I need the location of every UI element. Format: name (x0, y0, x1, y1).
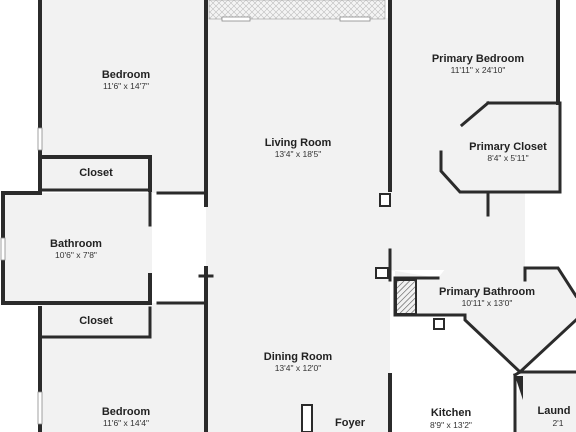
svg-text:Primary Bedroom: Primary Bedroom (432, 53, 525, 65)
room-foyer: Foyer (335, 417, 366, 429)
column-block (433, 318, 445, 330)
svg-text:8'9" x 13'2": 8'9" x 13'2" (430, 420, 472, 430)
room-primary-closet: Primary Closet 8'4" x 5'11" (469, 141, 547, 163)
svg-text:Bedroom: Bedroom (102, 406, 151, 418)
foyer-closet-block (301, 404, 313, 432)
room-bathroom: Bathroom 10'6" x 7'8" (50, 238, 102, 260)
room-closet-1: Closet (79, 167, 113, 179)
svg-text:Closet: Closet (79, 315, 113, 327)
svg-text:10'6" x 7'8": 10'6" x 7'8" (55, 250, 97, 260)
column-block (375, 267, 389, 279)
window (37, 127, 43, 151)
svg-text:11'11" x 24'10": 11'11" x 24'10" (451, 65, 506, 75)
svg-text:10'11" x 13'0": 10'11" x 13'0" (462, 298, 513, 308)
svg-text:Bathroom: Bathroom (50, 238, 102, 250)
living-room-window-strip (208, 0, 386, 20)
room-primary-bathroom: Primary Bathroom 10'11" x 13'0" (439, 286, 535, 308)
svg-text:11'6" x 14'4": 11'6" x 14'4" (103, 418, 149, 428)
room-bedroom-2: Bedroom 11'6" x 14'4" (102, 406, 151, 428)
window (0, 237, 6, 261)
floor-fills (3, 0, 576, 432)
room-dining-room: Dining Room 13'4" x 12'0" (264, 351, 333, 373)
svg-text:Living Room: Living Room (265, 137, 332, 149)
svg-text:Dining Room: Dining Room (264, 351, 333, 363)
svg-text:13'4" x 12'0": 13'4" x 12'0" (275, 363, 322, 373)
room-bedroom-1: Bedroom 11'6" x 14'7" (102, 69, 151, 91)
room-kitchen: Kitchen 8'9" x 13'2" (430, 407, 472, 430)
svg-text:2'1: 2'1 (552, 418, 563, 428)
svg-text:Bedroom: Bedroom (102, 69, 151, 81)
column-block (379, 193, 391, 207)
shower-hatch (395, 279, 417, 315)
svg-text:Primary Bathroom: Primary Bathroom (439, 286, 535, 298)
svg-text:13'4" x 18'5": 13'4" x 18'5" (275, 149, 322, 159)
svg-text:Primary Closet: Primary Closet (469, 141, 547, 153)
room-primary-bedroom: Primary Bedroom 11'11" x 24'10" (432, 53, 525, 75)
svg-text:Closet: Closet (79, 167, 113, 179)
window (37, 391, 43, 425)
room-living-room: Living Room 13'4" x 18'5" (265, 137, 332, 159)
svg-text:Foyer: Foyer (335, 417, 366, 429)
svg-text:11'6" x 14'7": 11'6" x 14'7" (103, 81, 149, 91)
room-closet-2: Closet (79, 315, 113, 327)
laundry-block (515, 376, 523, 400)
room-laundry: Laund 2'1 (538, 405, 571, 428)
svg-text:8'4" x 5'11": 8'4" x 5'11" (487, 153, 528, 163)
svg-text:Kitchen: Kitchen (431, 407, 472, 419)
svg-text:Laund: Laund (538, 405, 571, 417)
